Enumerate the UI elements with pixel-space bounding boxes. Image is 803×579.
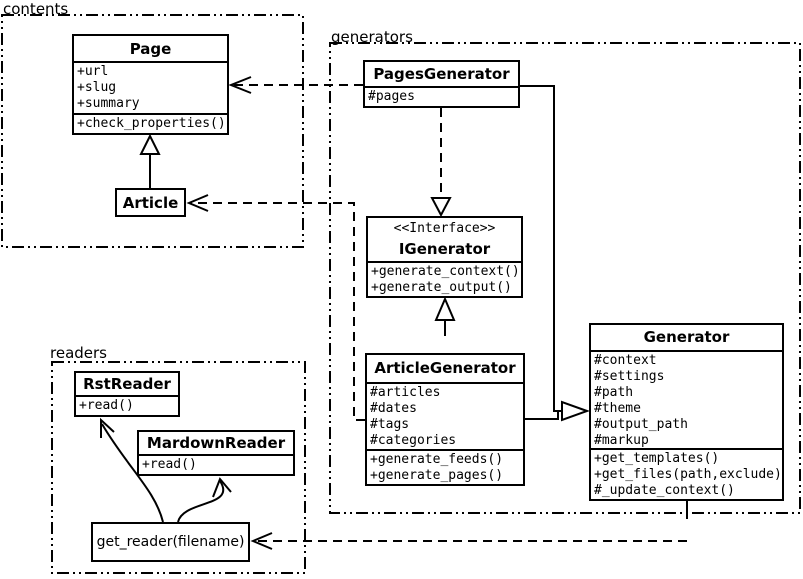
- package-frame-generators: [329, 42, 801, 514]
- class-title-generator: Generator: [643, 328, 730, 347]
- package-frame-contents: [1, 14, 304, 248]
- member-row: +url: [77, 64, 109, 79]
- member-row: +read(): [79, 398, 134, 413]
- getreader-to-mardownreader-arrowhead-icon: [212, 477, 232, 498]
- page-methods-section: +check_properties(): [74, 113, 227, 133]
- member-row: +generate_context(): [371, 264, 520, 279]
- get-reader-label: get_reader(filename): [96, 534, 245, 550]
- articlegenerator-methods-section: +generate_feeds()+generate_pages(): [367, 448, 523, 484]
- class-title-article: Article: [122, 193, 179, 212]
- member-row: +check_properties(): [77, 116, 226, 131]
- class-title-rstreader: RstReader: [83, 375, 171, 393]
- articlegenerator-to-article-dashed-line: [191, 202, 365, 421]
- generator-attributes-section: #context#settings#path#theme#output_path…: [591, 349, 782, 448]
- igenerator-stereotype: <<Interface>>: [393, 221, 496, 236]
- pagesgenerator-to-igenerator-triangle-icon: [430, 197, 452, 218]
- getreader-to-rstreader-arrowhead-icon: [100, 417, 115, 438]
- pagesgenerator-to-page-arrowhead-icon: [228, 76, 252, 94]
- class-box-page: Page +url+slug+summary +check_properties…: [72, 34, 229, 135]
- class-box-igenerator: <<Interface>> IGenerator +generate_conte…: [366, 216, 523, 298]
- articlegenerator-to-igenerator-triangle-icon: [434, 296, 456, 321]
- class-box-articlegenerator: ArticleGenerator #articles#dates#tags#ca…: [365, 353, 525, 486]
- member-row: +slug: [77, 80, 117, 95]
- class-title-mardownreader: MardownReader: [146, 434, 286, 452]
- member-row: #context: [594, 352, 657, 368]
- member-row: #markup: [594, 432, 649, 448]
- member-row: #pages: [368, 89, 415, 104]
- mardownreader-methods-section: +read(): [139, 454, 293, 474]
- member-row: +generate_output(): [371, 280, 512, 295]
- member-row: +get_files(path,exclude): [594, 466, 782, 482]
- package-label-generators: generators: [331, 28, 413, 46]
- pagesgenerator-attributes-section: #pages: [365, 86, 518, 106]
- class-title-pagesgenerator: PagesGenerator: [373, 65, 510, 83]
- generator-to-getreader-arrowhead-icon: [250, 532, 273, 550]
- member-row: #settings: [594, 368, 665, 384]
- class-box-article: Article: [115, 188, 186, 217]
- igenerator-methods-section: +generate_context()+generate_output(): [368, 261, 521, 296]
- articlegenerator-to-generator-line: [525, 410, 561, 420]
- class-title-articlegenerator: ArticleGenerator: [374, 359, 516, 378]
- member-row: #articles: [370, 384, 441, 400]
- generator-methods-section: +get_templates()+get_files(path,exclude)…: [591, 447, 782, 499]
- page-attributes-section: +url+slug+summary: [74, 61, 227, 113]
- package-label-contents: contents: [3, 0, 69, 18]
- member-row: #dates: [370, 400, 417, 416]
- class-box-rstreader: RstReader +read(): [74, 371, 180, 417]
- package-frame-readers: [51, 361, 306, 574]
- member-row: +summary: [77, 96, 140, 111]
- member-row: +generate_feeds(): [370, 451, 504, 467]
- member-row: #tags: [370, 416, 410, 432]
- class-title-page: Page: [129, 39, 172, 58]
- member-row: #path: [594, 384, 634, 400]
- class-box-pagesgenerator: PagesGenerator #pages: [363, 60, 520, 108]
- igenerator-title-section: <<Interface>> IGenerator: [368, 218, 521, 261]
- pagesgenerator-to-generator-line: [520, 85, 561, 412]
- class-box-mardownreader: MardownReader +read(): [137, 430, 295, 476]
- member-row: #_update_context(): [594, 482, 735, 498]
- member-row: #output_path: [594, 416, 688, 432]
- rstreader-methods-section: +read(): [76, 395, 178, 415]
- getreader-to-rstreader-curve: [101, 423, 164, 523]
- articlegenerator-to-article-arrowhead-icon: [186, 194, 209, 212]
- member-row: #categories: [370, 432, 457, 448]
- member-row: +read(): [142, 457, 197, 472]
- member-row: #theme: [594, 400, 641, 416]
- class-box-generator: Generator #context#settings#path#theme#o…: [589, 323, 784, 501]
- generator-inheritance-triangle-icon: [561, 400, 590, 422]
- article-to-page-triangle-icon: [139, 133, 161, 155]
- articlegenerator-attributes-section: #articles#dates#tags#categories: [367, 381, 523, 449]
- package-label-readers: readers: [50, 344, 107, 362]
- member-row: +generate_pages(): [370, 467, 504, 483]
- class-title-igenerator: IGenerator: [398, 240, 491, 258]
- member-row: +get_templates(): [594, 450, 720, 466]
- function-box-get-reader: get_reader(filename): [91, 522, 250, 562]
- getreader-to-mardownreader-curve: [177, 480, 224, 523]
